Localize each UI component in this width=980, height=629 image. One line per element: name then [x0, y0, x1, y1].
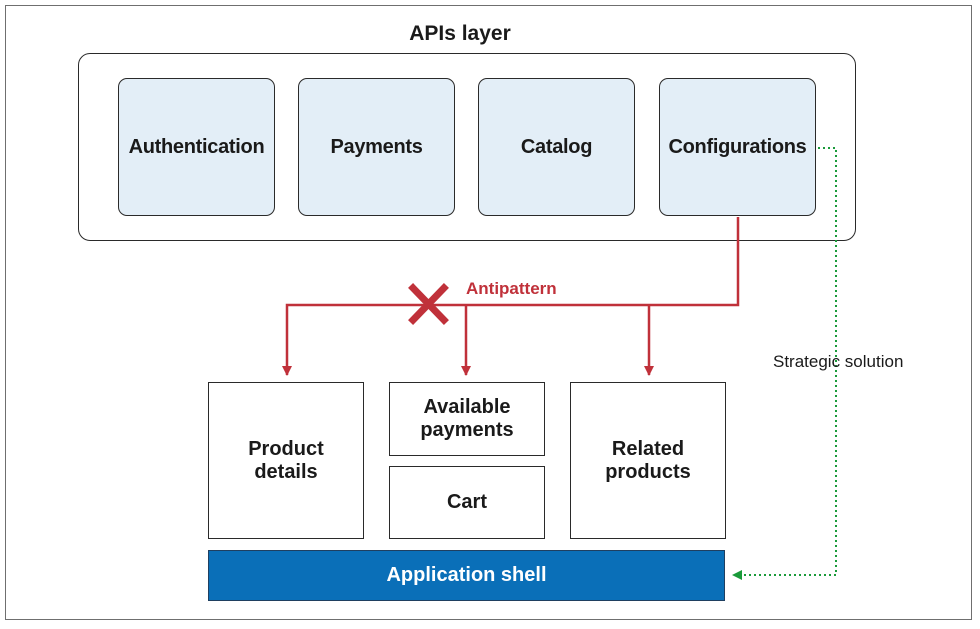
apis-layer-container	[78, 53, 856, 241]
antipattern-connector	[282, 217, 740, 376]
application-shell-bar: Application shell	[208, 550, 725, 601]
available-payments-box: Available payments	[389, 382, 545, 456]
api-payments: Payments	[298, 78, 455, 216]
strategic-solution-connector	[732, 147, 837, 580]
api-catalog: Catalog	[478, 78, 635, 216]
diagram-frame	[5, 5, 972, 620]
antipattern-label: Antipattern	[466, 279, 557, 298]
cross-icon	[408, 283, 449, 325]
api-configurations: Configurations	[659, 78, 816, 216]
related-products-box: Related products	[570, 382, 726, 539]
strategic-solution-label: Strategic solution	[773, 352, 904, 371]
cart-box: Cart	[389, 466, 545, 539]
apis-layer-title: APIs layer	[409, 22, 511, 45]
api-authentication: Authentication	[118, 78, 275, 216]
product-details-box: Product details	[208, 382, 364, 539]
